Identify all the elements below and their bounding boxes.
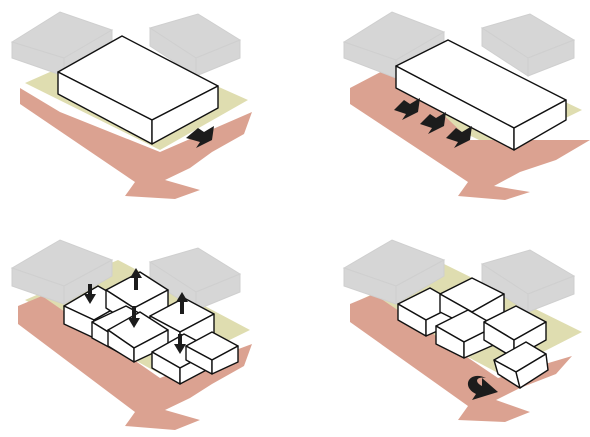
push-arrow-icon [186,126,214,148]
panel-4 [342,239,582,422]
panel-1 [10,11,252,199]
building-block [185,331,239,375]
road [20,88,252,199]
vertical-arrow-icon [174,334,186,354]
neighbor-block [10,239,114,305]
push-arrow-icon [446,126,472,148]
vertical-arrow-icon [176,292,188,314]
panel-2 [342,11,590,200]
neighbor-block [480,13,576,77]
push-arrow-icon [394,98,420,120]
panel-3 [10,239,252,430]
road [350,294,572,422]
neighbor-block [148,13,242,77]
neighbor-block [342,239,446,305]
building-block [107,311,169,363]
vertical-arrow-icon [130,268,142,290]
rotate-arrow-icon [467,375,498,400]
road [350,66,590,200]
push-arrow-icon [420,112,446,134]
building-slab [395,39,567,151]
vertical-arrow-icon [84,284,96,304]
neighbor-block [480,249,576,313]
building-slab [57,35,219,145]
building-block [493,341,549,389]
vertical-arrow-icon [128,306,140,328]
